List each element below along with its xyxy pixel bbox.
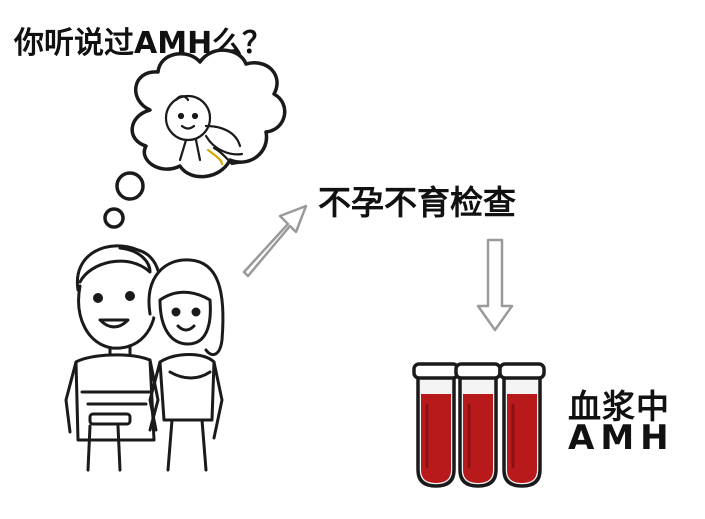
blood-tubes bbox=[412, 362, 546, 488]
blood-tube bbox=[454, 362, 502, 488]
girl-figure bbox=[147, 258, 225, 472]
result-label-line2: AMH bbox=[568, 418, 675, 458]
blood-tube bbox=[498, 362, 546, 488]
arrow-down-icon bbox=[476, 238, 514, 332]
blood-tube bbox=[412, 362, 460, 488]
arrow-up-right-icon bbox=[242, 204, 308, 278]
boy-figure bbox=[64, 244, 162, 472]
exam-label: 不孕不育检查 bbox=[318, 183, 516, 222]
baby-icon bbox=[164, 94, 246, 166]
result-label-line1: 血浆中 bbox=[568, 387, 670, 426]
